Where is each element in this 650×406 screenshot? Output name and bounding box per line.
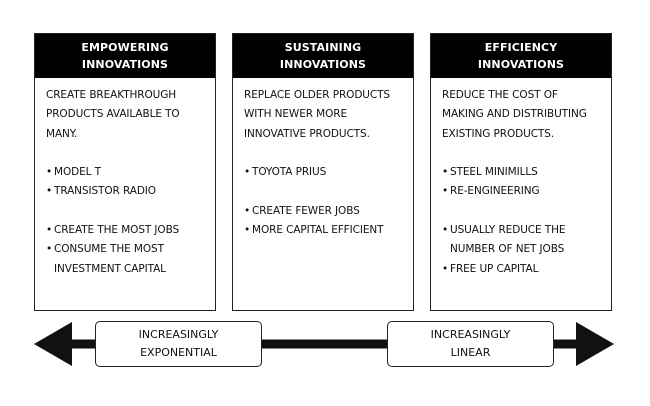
list-item: CREATE THE MOST JOBS	[46, 221, 205, 241]
scale-label-left: INCREASINGLY EXPONENTIAL	[95, 321, 262, 367]
column-body: REPLACE OLDER PRODUCTS WITH NEWER MORE I…	[233, 78, 413, 241]
column-header-title: EFFICIENCY INNOVATIONS	[477, 41, 565, 71]
list-item: CREATE FEWER JOBS	[244, 202, 403, 222]
arrow-head-left-icon	[34, 322, 72, 366]
effects-list: CREATE FEWER JOBS MORE CAPITAL EFFICIENT	[244, 202, 403, 241]
arrow-head-right-icon	[576, 322, 614, 366]
column-description: CREATE BREAKTHROUGH PRODUCTS AVAILABLE T…	[46, 89, 180, 140]
list-item: USUALLY REDUCE THE NUMBER OF NET JOBS	[442, 221, 601, 260]
list-item: MORE CAPITAL EFFICIENT	[244, 221, 403, 241]
list-item: MODEL T	[46, 163, 205, 183]
list-item: CONSUME THE MOST INVESTMENT CAPITAL	[46, 240, 205, 279]
column-header-title: SUSTAINING INNOVATIONS	[279, 41, 367, 71]
effects-list: USUALLY REDUCE THE NUMBER OF NET JOBS FR…	[442, 221, 601, 279]
column-sustaining: SUSTAINING INNOVATIONS REPLACE OLDER PRO…	[232, 33, 414, 311]
list-item: RE-ENGINEERING	[442, 182, 601, 202]
column-header: EFFICIENCY INNOVATIONS	[431, 34, 611, 78]
column-empowering: EMPOWERING INNOVATIONS CREATE BREAKTHROU…	[34, 33, 216, 311]
column-body: REDUCE THE COST OF MAKING AND DISTRIBUTI…	[431, 78, 611, 279]
examples-list: STEEL MINIMILLS RE-ENGINEERING	[442, 163, 601, 202]
scale-label-right-text: INCREASINGLY LINEAR	[430, 328, 511, 359]
column-description: REDUCE THE COST OF MAKING AND DISTRIBUTI…	[442, 89, 587, 140]
column-description: REPLACE OLDER PRODUCTS WITH NEWER MORE I…	[244, 89, 390, 140]
effects-list: CREATE THE MOST JOBS CONSUME THE MOST IN…	[46, 221, 205, 279]
list-item: TRANSISTOR RADIO	[46, 182, 205, 202]
list-item: TOYOTA PRIUS	[244, 163, 403, 183]
list-item: STEEL MINIMILLS	[442, 163, 601, 183]
column-header-title: EMPOWERING INNOVATIONS	[81, 41, 169, 71]
column-body: CREATE BREAKTHROUGH PRODUCTS AVAILABLE T…	[35, 78, 215, 279]
list-item: FREE UP CAPITAL	[442, 260, 601, 280]
examples-list: TOYOTA PRIUS	[244, 163, 403, 183]
scale-label-right: INCREASINGLY LINEAR	[387, 321, 554, 367]
column-efficiency: EFFICIENCY INNOVATIONS REDUCE THE COST O…	[430, 33, 612, 311]
scale-label-left-text: INCREASINGLY EXPONENTIAL	[138, 328, 219, 359]
examples-list: MODEL T TRANSISTOR RADIO	[46, 163, 205, 202]
column-header: EMPOWERING INNOVATIONS	[35, 34, 215, 78]
column-header: SUSTAINING INNOVATIONS	[233, 34, 413, 78]
